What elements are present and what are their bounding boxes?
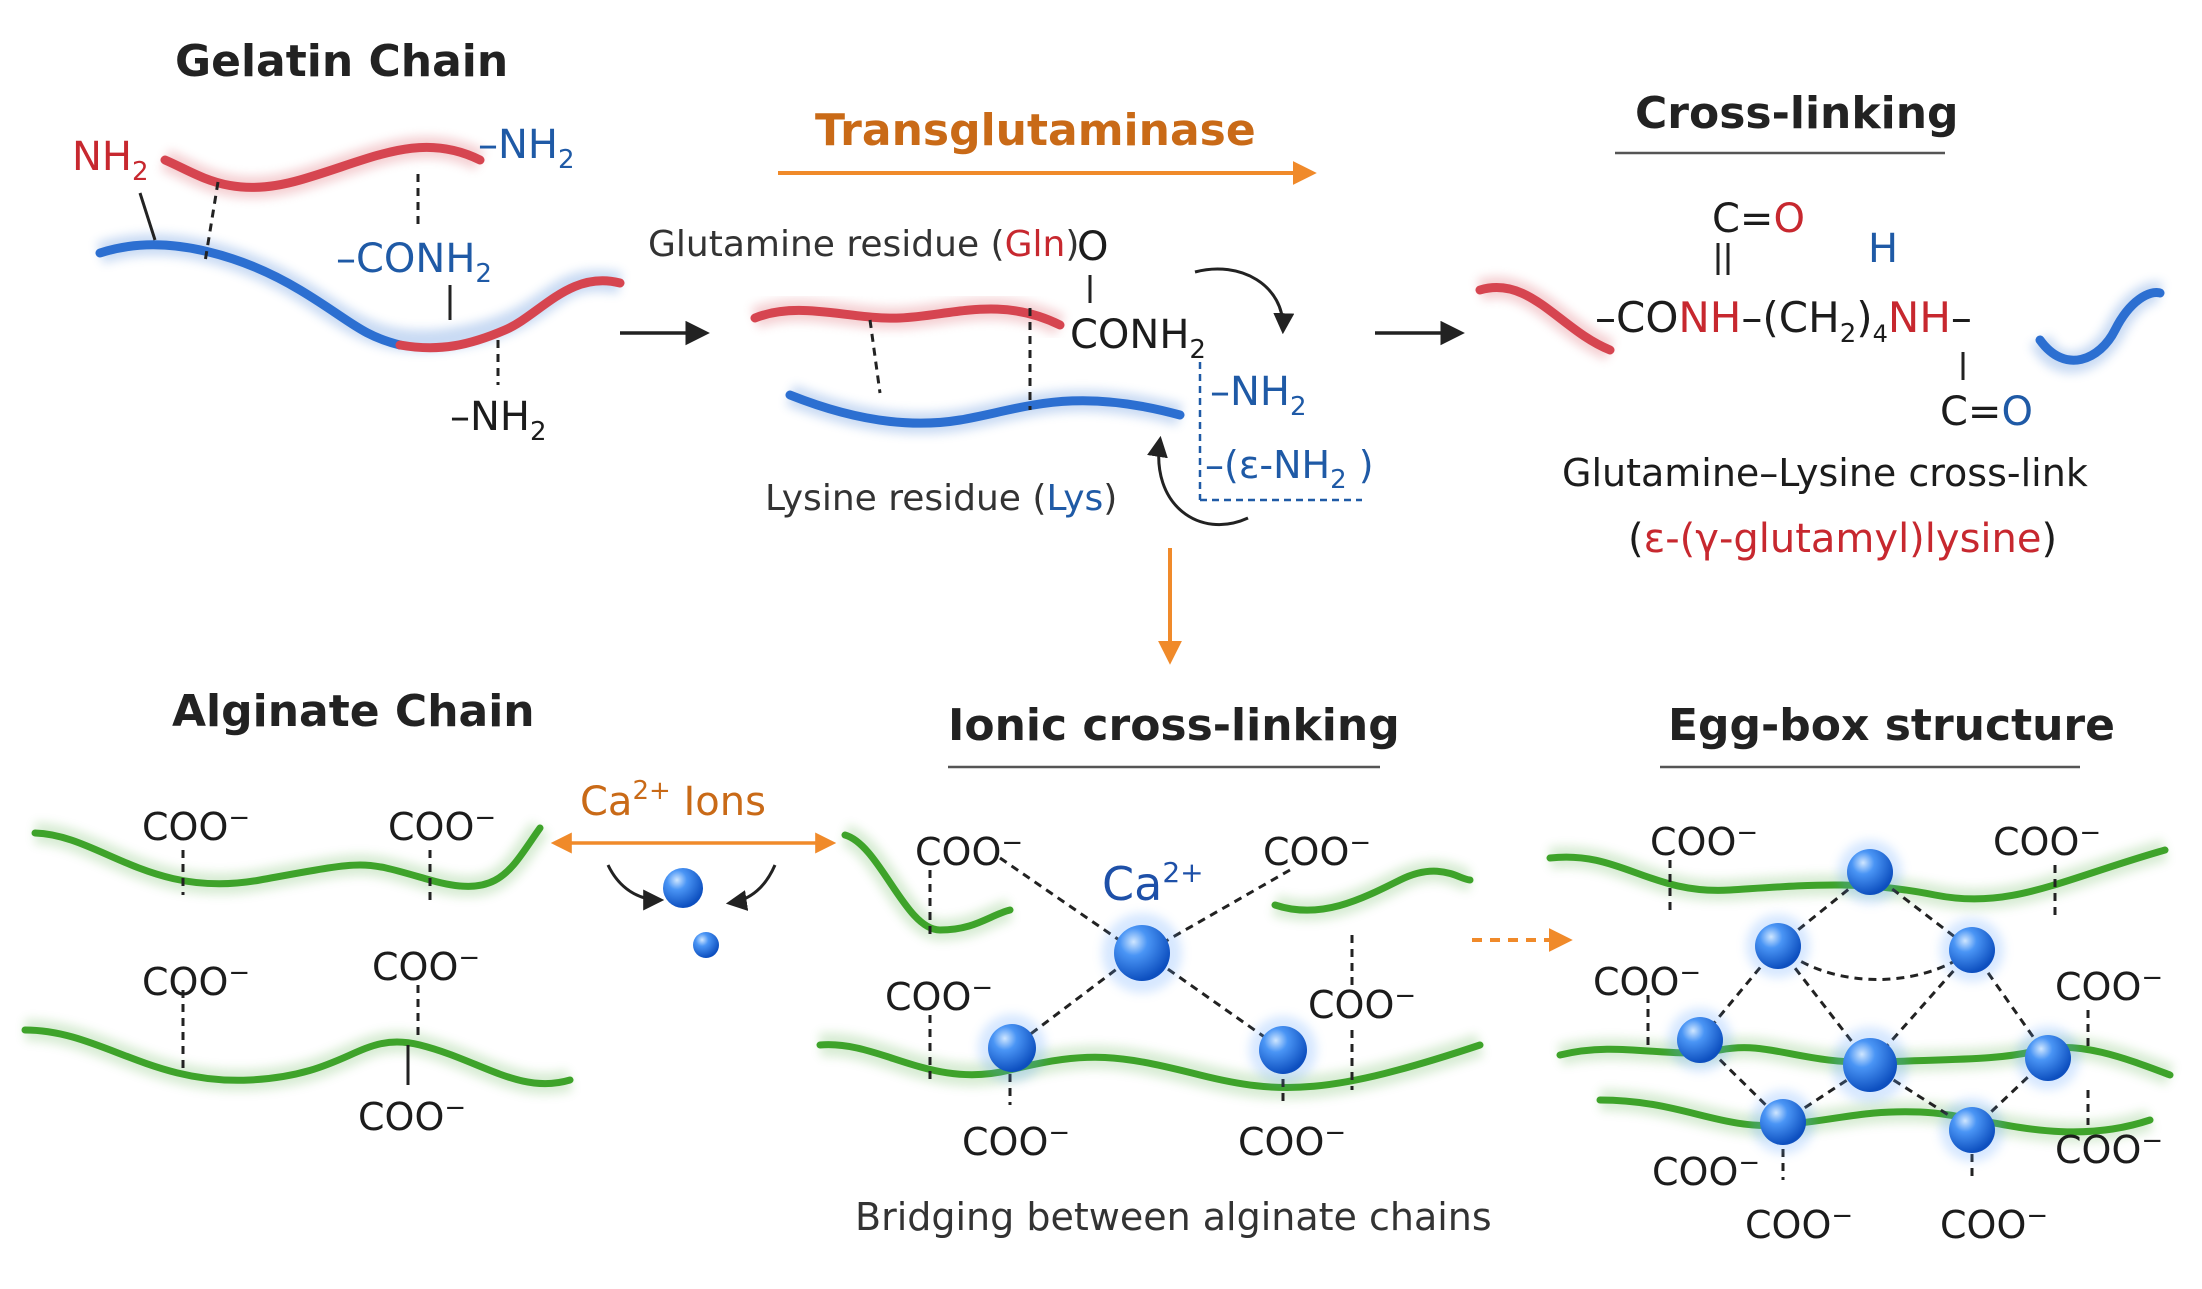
crosslink-caption-2: (ε-(γ-glutamyl)lysine) — [1628, 516, 2057, 562]
crosslink-caption: Glutamine–Lysine cross-link — [1562, 451, 2088, 495]
gln-strand — [750, 304, 1065, 330]
alginate-strand-lower — [21, 1026, 574, 1088]
co-bottom: C=O — [1940, 389, 2033, 435]
ionic-coo-3: COO− — [885, 973, 993, 1019]
eggbox-strand-3 — [1596, 1096, 2154, 1136]
ionic-caption: Bridging between alginate chains — [855, 1195, 1492, 1239]
egg-coo-3: COO− — [1593, 958, 1701, 1004]
egg-ion-7 — [1760, 1099, 1806, 1145]
egg-coo-8: COO− — [1940, 1201, 2048, 1247]
gelatin-red-strand-lower — [395, 276, 625, 353]
gelatin-red-strand-upper — [160, 142, 485, 192]
egg-coo-6: COO− — [2055, 1126, 2163, 1172]
alginate-strand-upper — [31, 824, 544, 890]
eggbox-ions — [1668, 840, 2080, 1162]
ionic-coo-6: COO− — [1238, 1118, 1346, 1164]
lys-nh2: –NH2 — [1210, 369, 1307, 422]
curved-arrow-bottom — [1147, 435, 1249, 527]
ionic-title: Ionic cross-linking — [948, 700, 1400, 751]
enzyme-label-group: Transglutaminase — [778, 105, 1317, 185]
ionic-panel: Ionic cross-linking COO− COO− COO− COO− … — [816, 700, 1492, 1239]
ionic-ca-ion-center — [1114, 925, 1170, 981]
gelatin-conh2: –CONH2 — [336, 236, 492, 289]
gelatin-title: Gelatin Chain — [175, 36, 508, 87]
ca-ions-label: Ca2+ Ions — [580, 776, 766, 825]
ionic-strand-upper-right — [1271, 867, 1474, 914]
alg-coo-1: COO− — [142, 803, 250, 849]
egg-ion-4 — [1677, 1017, 1723, 1063]
reaction-panel: Glutamine residue (Gln) O CONH2 –NH2 –(ε… — [648, 224, 1374, 527]
egg-coo-1: COO− — [1650, 818, 1758, 864]
eggbox-title: Egg-box structure — [1668, 700, 2115, 751]
ionic-ca-label: Ca2+ — [1102, 856, 1204, 911]
crosslink-title: Cross-linking — [1635, 88, 1959, 139]
ca-ions-panel: Ca2+ Ions — [550, 776, 837, 958]
ionic-strand-upper-left — [841, 831, 1014, 934]
alg-coo-3: COO− — [142, 958, 250, 1004]
lys-label: Lysine residue (Lys) — [765, 478, 1117, 519]
h-label: H — [1868, 226, 1898, 272]
alg-coo-4: COO− — [372, 943, 480, 989]
ionic-ca-ion-right — [1259, 1026, 1307, 1074]
ca-ion-small — [693, 932, 719, 958]
gln-label: Glutamine residue (Gln) — [648, 224, 1079, 265]
curved-arrow-top — [1194, 267, 1295, 335]
gelatin-panel: Gelatin Chain NH2 –NH2 –CONH2 –NH2 — [72, 36, 625, 447]
gln-conh2: CONH2 — [1070, 312, 1206, 365]
gelatin-nh2-top-right: –NH2 — [478, 122, 575, 175]
co-top: C=O — [1712, 196, 1805, 242]
lys-strand — [785, 390, 1185, 428]
egg-ion-5 — [1843, 1038, 1897, 1092]
egg-coo-7: COO− — [1745, 1201, 1853, 1247]
alg-coo-2: COO− — [388, 803, 496, 849]
ionic-coo-1: COO− — [915, 828, 1023, 874]
carbonyl-o: O — [1077, 224, 1108, 270]
ionic-coo-4: COO− — [1308, 981, 1416, 1027]
eggbox-panel: Egg-box structure — [1546, 700, 2174, 1247]
alginate-title: Alginate Chain — [172, 686, 535, 737]
egg-coo-5: COO− — [1652, 1148, 1760, 1194]
gelatin-blue-strand — [95, 240, 405, 350]
ionic-strand-lower — [816, 1041, 1484, 1091]
eggbox-strand-1 — [1546, 846, 2169, 903]
egg-ion-8 — [1949, 1107, 1995, 1153]
gelatin-nh2-bottom: –NH2 — [450, 394, 547, 447]
alg-coo-5: COO− — [358, 1093, 466, 1139]
crosslink-panel: Cross-linking C=O H –CONH–(CH2)4NH– C=O … — [1475, 88, 2165, 562]
egg-coo-4: COO− — [2055, 963, 2163, 1009]
ionic-ca-ion-left — [988, 1024, 1036, 1072]
egg-ion-2 — [1755, 923, 1801, 969]
alginate-panel: Alginate Chain COO− COO− COO− COO− COO− — [21, 686, 574, 1139]
crosslink-red-strand — [1475, 283, 1615, 355]
ca-ion-large — [663, 868, 703, 908]
egg-ion-3 — [1949, 927, 1995, 973]
crosslink-blue-strand — [2035, 288, 2165, 365]
crosslink-formula: –CONH–(CH2)4NH– — [1595, 293, 1972, 349]
egg-coo-2: COO− — [1993, 818, 2101, 864]
enzyme-label: Transglutaminase — [815, 105, 1256, 156]
gelatin-nh2-left: NH2 — [72, 134, 149, 187]
egg-ion-6 — [2025, 1035, 2071, 1081]
egg-ion-1 — [1847, 849, 1893, 895]
lys-eps-nh2: –(ε-NH2 ) — [1205, 443, 1374, 495]
ionic-coo-5: COO− — [962, 1118, 1070, 1164]
ionic-coo-2: COO− — [1263, 828, 1371, 874]
